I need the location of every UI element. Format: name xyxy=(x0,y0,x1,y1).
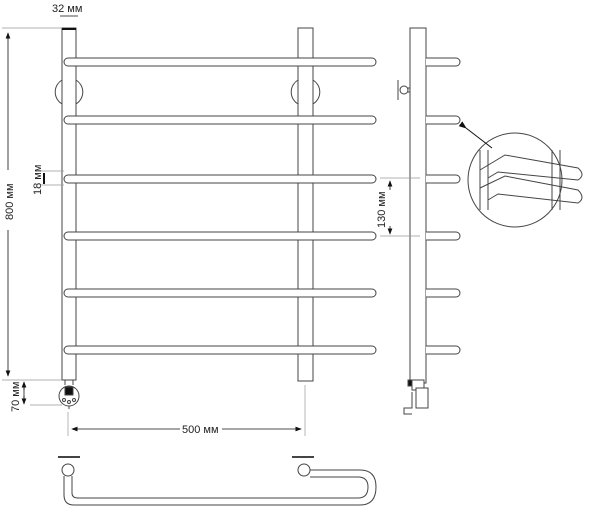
bar-diameter-label: 18 мм xyxy=(32,165,44,195)
side-bar-stub xyxy=(426,57,461,67)
heater-offset-label: 70 мм xyxy=(10,382,22,412)
towel-bar xyxy=(63,57,377,67)
height-label: 800 мм xyxy=(4,183,16,220)
side-bar-stub xyxy=(426,174,461,184)
front-bars xyxy=(63,57,377,355)
bar-spacing-label: 130 мм xyxy=(376,191,388,228)
side-pole xyxy=(409,27,427,384)
towel-bar xyxy=(63,345,377,355)
side-bar-stub xyxy=(426,231,461,241)
towel-bar xyxy=(63,174,377,184)
side-bars xyxy=(426,57,461,355)
towel-bar xyxy=(63,115,377,125)
towel-bar xyxy=(63,231,377,241)
top-view xyxy=(58,456,377,506)
towel-bar xyxy=(63,288,377,298)
left-wall-mount xyxy=(54,79,84,105)
pipe-diameter-label: 32 мм xyxy=(52,3,82,15)
side-bar-stub xyxy=(426,345,461,355)
heater-element xyxy=(58,380,80,409)
left-pole xyxy=(61,27,77,381)
right-wall-mount xyxy=(290,79,321,105)
detail-view xyxy=(458,121,583,228)
right-pole xyxy=(297,27,314,382)
side-heater xyxy=(403,379,429,415)
width-label: 500 мм xyxy=(182,424,219,436)
side-wall-mount xyxy=(397,80,410,100)
side-bar-stub xyxy=(426,115,461,125)
side-bar-stub xyxy=(426,288,461,298)
